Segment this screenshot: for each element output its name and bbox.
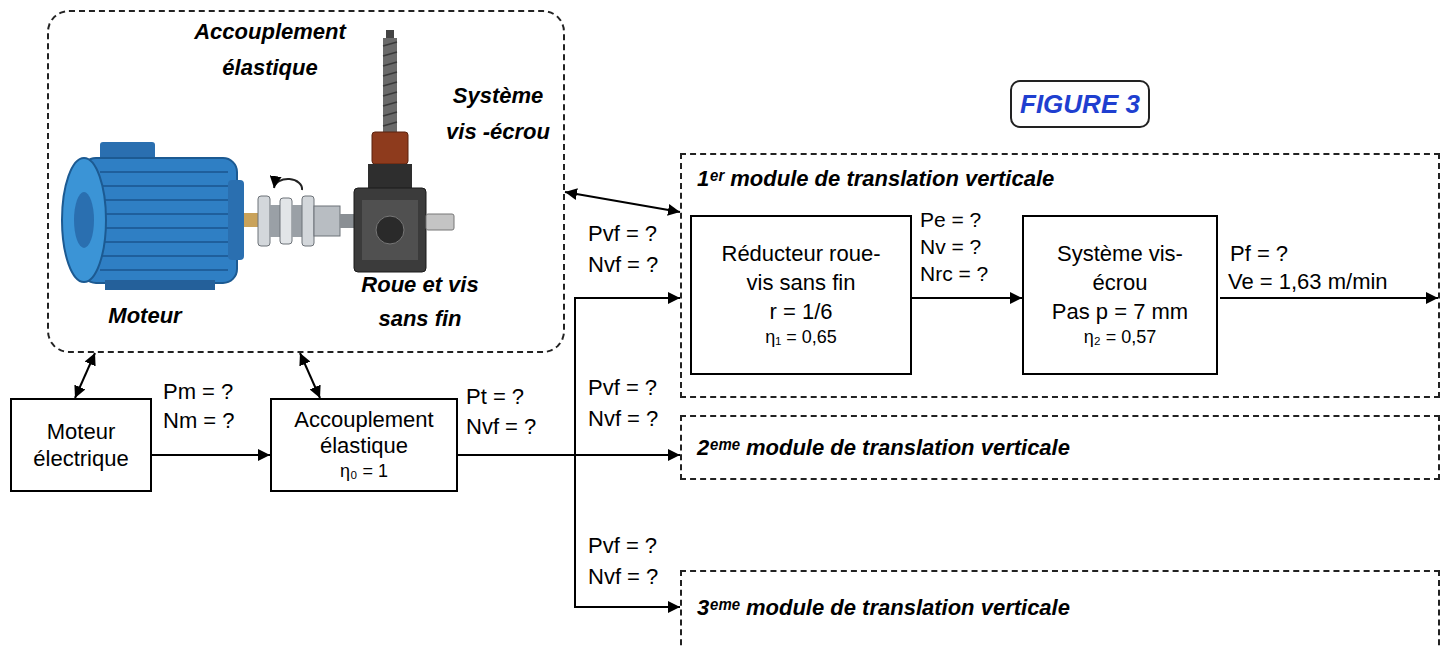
process-box: Système vis-écrouPas p = 7 mmη₂ = 0,57 — [1022, 215, 1218, 375]
flow-label: Ve = 1,63 m/min — [1228, 268, 1388, 296]
module-frame: 3ᵉᵐᵉ module de translation verticale — [680, 570, 1440, 648]
figure-title: FIGURE 3 — [1020, 88, 1140, 121]
flow-arrow — [565, 192, 680, 212]
flow-arrow — [300, 353, 320, 398]
figure-tag: FIGURE 3 — [1010, 80, 1150, 128]
output-arrow — [1220, 297, 1438, 299]
worm-gear-picture — [354, 30, 454, 272]
module-title: 3ᵉᵐᵉ module de translation verticale — [697, 594, 1423, 622]
motor-flange — [228, 180, 244, 260]
coupling-hub — [270, 205, 280, 237]
module-title: 1ᵉʳ module de translation verticale — [697, 165, 1423, 193]
part-label: Moteur — [90, 302, 200, 330]
flow-label: Pt = ? — [466, 383, 524, 411]
block-title: Moteur électrique — [22, 418, 140, 473]
elastic-element — [280, 198, 292, 244]
process-box: Accouplement élastiqueη₀ = 1 — [270, 398, 458, 492]
coupling-flange — [302, 196, 314, 246]
block-title: Accouplement élastique — [284, 407, 444, 460]
flow-label: Pf = ? — [1230, 240, 1288, 268]
module-frame: 2ᵉᵐᵉ module de translation verticale — [680, 415, 1440, 480]
flow-arrow — [75, 353, 95, 398]
coupling-picture — [258, 179, 354, 246]
pitch-value: Pas p = 7 mm — [1052, 298, 1188, 327]
gear-collar — [368, 164, 412, 190]
fan-cover — [62, 158, 106, 282]
flow-arrow — [912, 297, 1022, 299]
gearbox-face — [362, 200, 418, 260]
input-shaft — [340, 214, 354, 228]
coupling-flange — [258, 196, 270, 246]
block-title: Système vis-écrou — [1036, 240, 1204, 297]
coupling-sleeve — [314, 206, 340, 236]
illustration-frame: Accouplement élastiqueSystème vis -écrou… — [47, 10, 565, 353]
part-label: Système vis -écrou — [437, 78, 559, 150]
efficiency-value: η₂ = 0,57 — [1084, 326, 1157, 349]
flow-label: Pm = ? Nm = ? — [163, 378, 251, 435]
flow-label: Pe = ? Nv = ? Nrc = ? — [920, 206, 1008, 287]
flow-label: Pvf = ? Nvf = ? — [588, 218, 676, 280]
module-title: 2ᵉᵐᵉ module de translation verticale — [697, 434, 1070, 462]
motor-picture — [62, 142, 260, 290]
block-title: Réducteur roue-vis sans fin — [712, 240, 890, 297]
nut — [372, 132, 408, 164]
process-box: Moteur électrique — [10, 398, 152, 492]
coupling-hub — [292, 205, 302, 237]
worm-shaft — [426, 214, 454, 230]
efficiency-value: η₀ = 1 — [340, 460, 388, 483]
flow-label: Pvf = ? Nvf = ? — [588, 530, 676, 592]
flow-arrow — [458, 298, 680, 455]
cooling-fins — [100, 172, 228, 270]
flow-arrow — [458, 455, 680, 607]
fan-hub — [74, 192, 94, 248]
part-label: Accouplement élastique — [190, 14, 350, 86]
flow-label: Nvf = ? — [466, 413, 536, 441]
efficiency-value: η₁ = 0,65 — [765, 326, 837, 349]
motor-feet — [105, 280, 215, 290]
flow-label: Pvf = ? Nvf = ? — [588, 372, 676, 434]
screw-thread — [383, 42, 397, 126]
gearbox-housing — [354, 188, 426, 272]
connectors — [75, 192, 1022, 607]
flow-arrow — [152, 454, 270, 456]
process-box: Réducteur roue-vis sans finr = 1/6η₁ = 0… — [690, 215, 912, 375]
ratio-value: r = 1/6 — [770, 298, 833, 327]
gearbox-bearing — [376, 216, 404, 244]
part-label: Roue et vis sans fin — [350, 268, 490, 336]
rotation-arrow — [274, 179, 302, 190]
